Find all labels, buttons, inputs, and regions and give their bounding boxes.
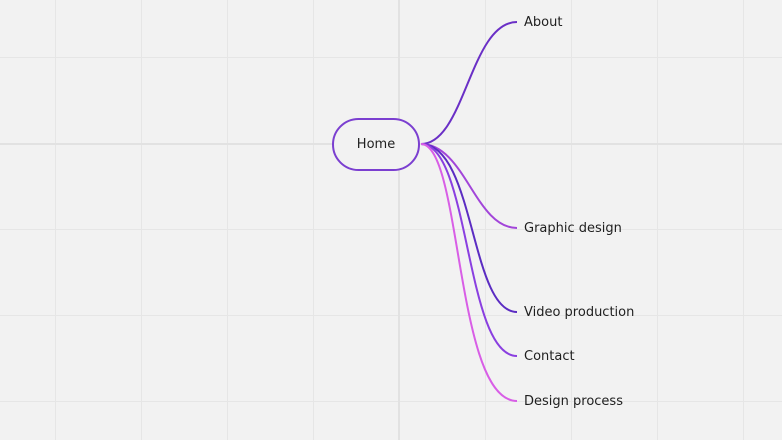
branch-node-graphic-design[interactable]: Graphic design xyxy=(524,221,622,237)
connector-contact[interactable] xyxy=(420,143,518,357)
branch-label: Video production xyxy=(524,305,635,320)
branch-label: Design process xyxy=(524,394,623,409)
connector-design-process[interactable] xyxy=(420,143,518,402)
mindmap-root-node[interactable]: Home xyxy=(332,118,420,171)
branch-label: About xyxy=(524,15,563,30)
branch-node-about[interactable]: About xyxy=(524,15,562,31)
branch-label: Contact xyxy=(524,349,575,364)
root-node-label: Home xyxy=(356,137,396,152)
branch-node-design-process[interactable]: Design process xyxy=(524,394,623,410)
branch-node-video-production[interactable]: Video production xyxy=(524,305,634,321)
branch-node-contact[interactable]: Contact xyxy=(524,349,575,365)
branch-label: Graphic design xyxy=(524,221,622,236)
connector-video-production[interactable] xyxy=(420,143,518,313)
vertical-axis-line xyxy=(398,0,400,440)
connector-about[interactable] xyxy=(420,21,518,145)
